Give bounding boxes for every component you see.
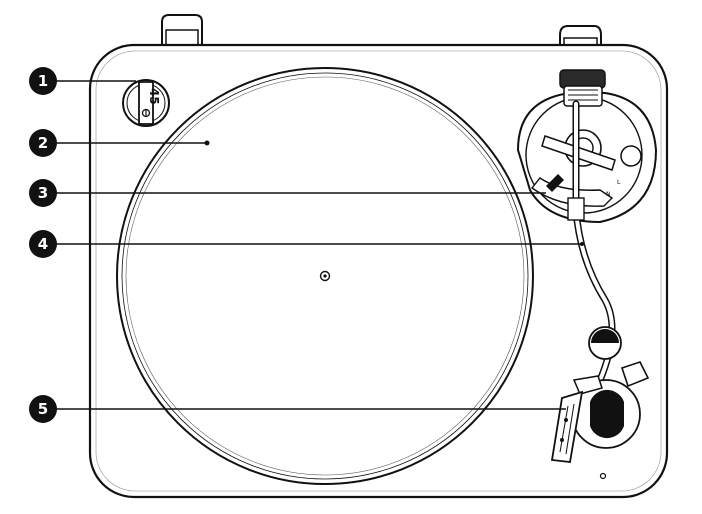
- hinge-left: [161, 14, 203, 46]
- arm-rest-post: [588, 326, 622, 360]
- callout-lines: [54, 80, 582, 410]
- callout-badge-5: 5: [29, 395, 57, 423]
- callout-number-4: 4: [38, 235, 48, 253]
- hinge-right: [559, 25, 602, 46]
- headshell-cartridge[interactable]: [550, 375, 641, 463]
- speed-label: 45: [147, 88, 161, 105]
- plinth-inner-edge: [95, 50, 662, 492]
- callout-number-2: 2: [38, 134, 48, 152]
- arm-rest-mark-l: L: [617, 179, 621, 186]
- cue-lever-tab: [620, 361, 650, 388]
- callout-badge-4: 4: [29, 230, 57, 258]
- callout-number-5: 5: [38, 400, 48, 418]
- speed-selector-knob[interactable]: 45: [122, 79, 170, 127]
- callout-badge-3: 3: [29, 179, 57, 207]
- platter: [116, 67, 534, 485]
- callout-number-1: 1: [38, 72, 48, 90]
- callout-number-3: 3: [38, 184, 48, 202]
- arm-rest-mark-n: N: [606, 191, 611, 198]
- callout-badge-2: 2: [29, 129, 57, 157]
- callout-badge-1: 1: [29, 67, 57, 95]
- power-indicator: [599, 472, 607, 480]
